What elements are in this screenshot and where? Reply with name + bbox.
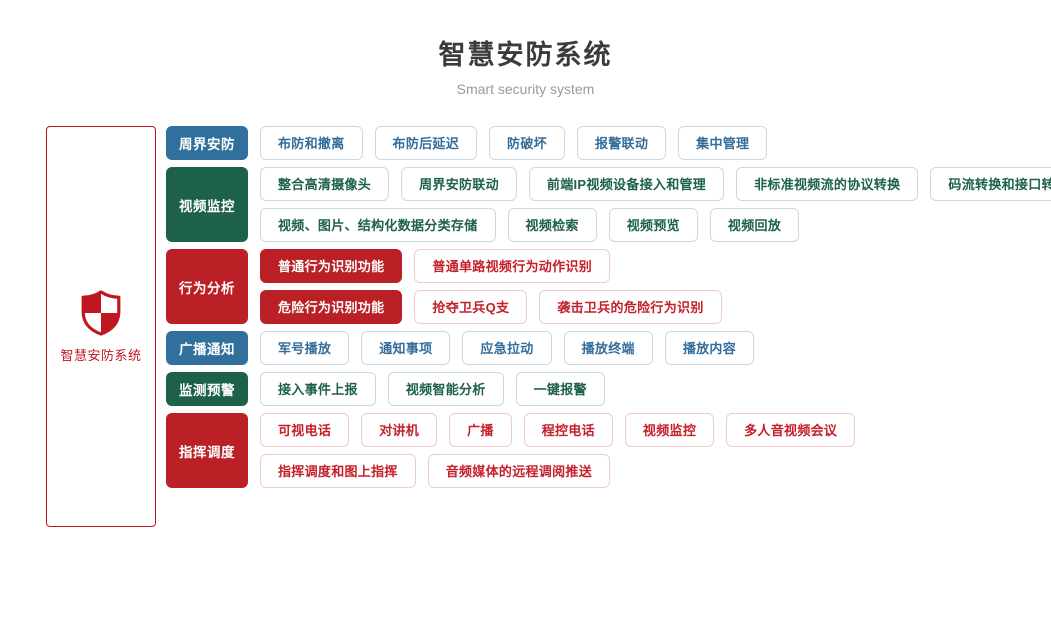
leaf-node[interactable]: 码流转换和接口转换 xyxy=(930,167,1051,201)
leaf-node[interactable]: 一键报警 xyxy=(515,372,605,406)
category-row: 视频监控整合高清摄像头周界安防联动前端IP视频设备接入和管理非标准视频流的协议转… xyxy=(166,167,1051,242)
leaf-node[interactable]: 视频智能分析 xyxy=(387,372,504,406)
page-subtitle: Smart security system xyxy=(456,81,595,97)
category-rows: 周界安防布防和撤离布防后延迟防破坏报警联动集中管理视频监控整合高清摄像头周界安防… xyxy=(166,126,1051,488)
leaf-lines: 接入事件上报视频智能分析一键报警 xyxy=(260,372,1051,406)
leaf-node[interactable]: 布防和撤离 xyxy=(260,126,363,160)
leaf-lines: 普通行为识别功能普通单路视频行为动作识别危险行为识别功能抢夺卫兵Q支袭击卫兵的危… xyxy=(260,249,1051,324)
leaf-node[interactable]: 非标准视频流的协议转换 xyxy=(736,167,919,201)
leaf-node[interactable]: 指挥调度和图上指挥 xyxy=(260,454,416,488)
category-node[interactable]: 行为分析 xyxy=(166,249,248,324)
leaf-lines: 整合高清摄像头周界安防联动前端IP视频设备接入和管理非标准视频流的协议转换码流转… xyxy=(260,167,1051,242)
leaf-line: 可视电话对讲机广播程控电话视频监控多人音视频会议 xyxy=(260,413,1051,447)
leaf-node[interactable]: 前端IP视频设备接入和管理 xyxy=(528,167,725,201)
leaf-node[interactable]: 程控电话 xyxy=(523,413,613,447)
category-row: 广播通知军号播放通知事项应急拉动播放终端播放内容 xyxy=(166,331,1051,365)
leaf-node[interactable]: 视频检索 xyxy=(507,208,597,242)
leaf-node[interactable]: 视频、图片、结构化数据分类存储 xyxy=(260,208,496,242)
leaf-node[interactable]: 布防后延迟 xyxy=(374,126,478,160)
leaf-node[interactable]: 视频回放 xyxy=(709,208,800,242)
leaf-node[interactable]: 视频监控 xyxy=(624,413,715,447)
root-node[interactable]: 智慧安防系统 xyxy=(46,126,156,527)
leaf-node[interactable]: 对讲机 xyxy=(361,413,438,447)
leaf-line: 危险行为识别功能抢夺卫兵Q支袭击卫兵的危险行为识别 xyxy=(260,290,1051,324)
leaf-node[interactable]: 集中管理 xyxy=(678,126,768,160)
category-node[interactable]: 监测预警 xyxy=(166,372,248,406)
leaf-lines: 可视电话对讲机广播程控电话视频监控多人音视频会议指挥调度和图上指挥音频媒体的远程… xyxy=(260,413,1051,488)
leaf-line: 指挥调度和图上指挥音频媒体的远程调阅推送 xyxy=(260,454,1051,488)
category-row: 指挥调度可视电话对讲机广播程控电话视频监控多人音视频会议指挥调度和图上指挥音频媒… xyxy=(166,413,1051,488)
category-node[interactable]: 周界安防 xyxy=(166,126,248,160)
leaf-node[interactable]: 普通行为识别功能 xyxy=(260,249,403,283)
leaf-node[interactable]: 军号播放 xyxy=(260,331,350,365)
leaf-lines: 布防和撤离布防后延迟防破坏报警联动集中管理 xyxy=(260,126,1051,160)
leaf-node[interactable]: 播放终端 xyxy=(563,331,653,365)
leaf-line: 军号播放通知事项应急拉动播放终端播放内容 xyxy=(260,331,1051,365)
leaf-node[interactable]: 播放内容 xyxy=(664,331,755,365)
leaf-node[interactable]: 广播 xyxy=(449,413,512,447)
category-row: 周界安防布防和撤离布防后延迟防破坏报警联动集中管理 xyxy=(166,126,1051,160)
category-node[interactable]: 广播通知 xyxy=(166,331,248,365)
category-node[interactable]: 指挥调度 xyxy=(166,413,248,488)
leaf-node[interactable]: 通知事项 xyxy=(361,331,451,365)
leaf-node[interactable]: 周界安防联动 xyxy=(401,167,517,201)
leaf-line: 视频、图片、结构化数据分类存储视频检索视频预览视频回放 xyxy=(260,208,1051,242)
leaf-node[interactable]: 音频媒体的远程调阅推送 xyxy=(427,454,611,488)
leaf-line: 布防和撤离布防后延迟防破坏报警联动集中管理 xyxy=(260,126,1051,160)
root-node-label: 智慧安防系统 xyxy=(60,347,142,363)
leaf-node[interactable]: 可视电话 xyxy=(260,413,350,447)
leaf-node[interactable]: 危险行为识别功能 xyxy=(260,290,403,324)
category-row: 监测预警接入事件上报视频智能分析一键报警 xyxy=(166,372,1051,406)
leaf-line: 整合高清摄像头周界安防联动前端IP视频设备接入和管理非标准视频流的协议转换码流转… xyxy=(260,167,1051,201)
leaf-line: 接入事件上报视频智能分析一键报警 xyxy=(260,372,1051,406)
leaf-node[interactable]: 抢夺卫兵Q支 xyxy=(414,290,528,324)
leaf-line: 普通行为识别功能普通单路视频行为动作识别 xyxy=(260,249,1051,283)
category-row: 行为分析普通行为识别功能普通单路视频行为动作识别危险行为识别功能抢夺卫兵Q支袭击… xyxy=(166,249,1051,324)
shield-icon xyxy=(80,289,122,336)
page-header: 智慧安防系统 Smart security system xyxy=(0,0,1051,100)
leaf-node[interactable]: 视频预览 xyxy=(608,208,698,242)
leaf-node[interactable]: 防破坏 xyxy=(489,126,565,160)
leaf-node[interactable]: 应急拉动 xyxy=(462,331,552,365)
leaf-node[interactable]: 整合高清摄像头 xyxy=(260,167,390,201)
leaf-lines: 军号播放通知事项应急拉动播放终端播放内容 xyxy=(260,331,1051,365)
mindmap-diagram: 智慧安防系统 周界安防布防和撤离布防后延迟防破坏报警联动集中管理视频监控整合高清… xyxy=(0,126,1051,527)
page-title: 智慧安防系统 xyxy=(438,40,613,70)
leaf-node[interactable]: 多人音视频会议 xyxy=(726,413,856,447)
category-node[interactable]: 视频监控 xyxy=(166,167,248,242)
leaf-node[interactable]: 接入事件上报 xyxy=(260,372,376,406)
leaf-node[interactable]: 袭击卫兵的危险行为识别 xyxy=(539,290,722,324)
leaf-node[interactable]: 报警联动 xyxy=(576,126,667,160)
leaf-node[interactable]: 普通单路视频行为动作识别 xyxy=(414,249,611,283)
